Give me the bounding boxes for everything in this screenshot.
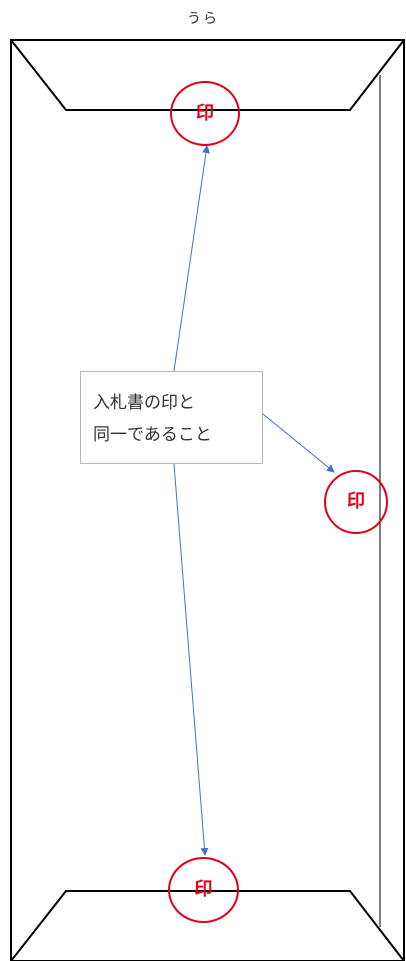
- arrow-to-right-seal: [262, 413, 335, 473]
- arrow-to-top-seal: [173, 145, 210, 372]
- seal-bottom: 印: [168, 857, 239, 923]
- note-line-2: 同一であること: [93, 425, 212, 445]
- seal-right: 印: [324, 470, 388, 534]
- arrow-to-bottom-seal: [173, 463, 209, 856]
- envelope-outline: [10, 39, 405, 961]
- seal-top: 印: [170, 81, 240, 146]
- page-label: うら: [187, 11, 219, 27]
- note-line-1: 入札書の印と: [93, 393, 195, 413]
- note-box: 入札書の印と 同一であること: [80, 371, 263, 464]
